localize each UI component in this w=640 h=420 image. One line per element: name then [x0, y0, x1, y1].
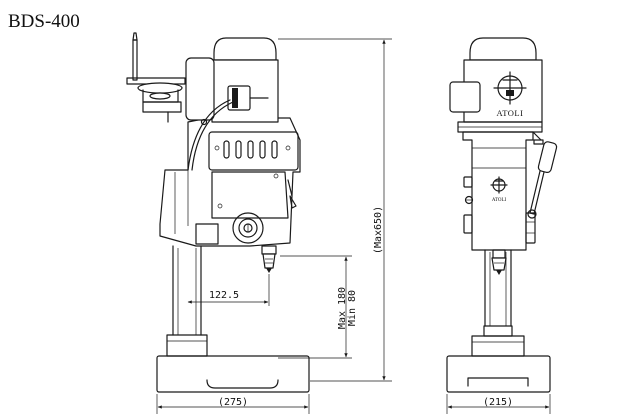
- column: [172, 245, 202, 336]
- atoli-logo-large: ATOLI: [493, 71, 527, 118]
- atoli-logo-small: ATOLI: [490, 176, 508, 203]
- front-spindle: [491, 249, 507, 275]
- gearbox-housing: [211, 171, 297, 219]
- base-length-label: (275): [218, 397, 248, 408]
- feed-handwheel: [232, 212, 264, 244]
- cooling-fins: [208, 131, 299, 171]
- brand-label-large: ATOLI: [497, 108, 524, 118]
- horizontal-reach-label: 122.5: [209, 290, 239, 301]
- stroke-min-label: Min 80: [347, 290, 358, 326]
- front-motor: [449, 37, 544, 145]
- front-dimensions: (215): [446, 394, 551, 414]
- front-column: [484, 249, 512, 327]
- overall-height-label: (Max650): [373, 206, 384, 254]
- stroke-max-label: Max 180: [337, 287, 348, 329]
- brand-label-small: ATOLI: [492, 198, 507, 203]
- side-dimensions: (Max650) Max 180 Min 80 122.5 (275): [156, 38, 392, 414]
- side-view: [126, 32, 310, 393]
- head-body: [159, 117, 301, 247]
- base-width-label: (215): [483, 397, 513, 408]
- front-feed-lever: [527, 141, 558, 219]
- base-plate: [156, 334, 310, 393]
- model-title: BDS-400: [8, 11, 80, 32]
- adjust-lever: [126, 32, 186, 123]
- front-head: [462, 131, 536, 251]
- front-base: [446, 325, 551, 393]
- spindle-chuck: [261, 245, 277, 273]
- motor-assembly: [185, 37, 279, 171]
- front-view: ATOLI ATOLI: [446, 37, 558, 393]
